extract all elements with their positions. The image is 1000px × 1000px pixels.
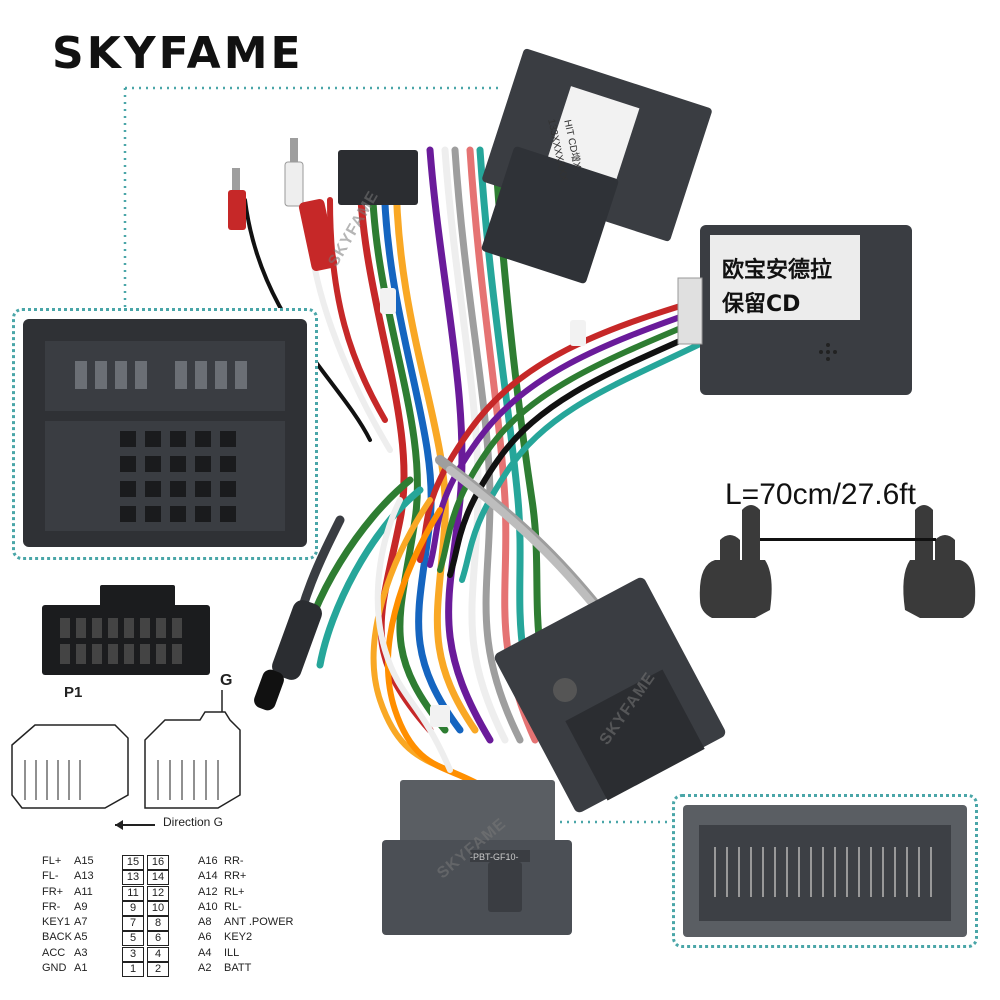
pin-number-left: 11 <box>122 885 144 901</box>
pin-number-right: 6 <box>147 931 169 947</box>
pin-number-left: 13 <box>122 870 144 886</box>
direction-label: Direction G <box>163 815 224 829</box>
pin-function-right: ILL <box>224 946 240 959</box>
hand-icons <box>699 505 976 618</box>
connector-closeup-top <box>12 308 318 560</box>
pin-id-left: A1 <box>74 962 88 975</box>
pin-id-left: A7 <box>74 916 88 929</box>
pin-function-right: RR+ <box>224 870 247 883</box>
pin-id-right: A12 <box>198 885 218 898</box>
cable-length-label: L=70cm/27.6ft <box>725 478 916 511</box>
pin-number-left: 9 <box>122 900 144 916</box>
pin-function-left: FR+ <box>42 885 64 898</box>
pin-number-left: 3 <box>122 946 144 962</box>
pin-id-right: A14 <box>198 870 218 883</box>
pinout-row: GND A1 1 2 A2 BATT <box>40 962 280 978</box>
pin-id-left: A13 <box>74 870 94 883</box>
pin-id-right: A16 <box>198 855 218 867</box>
pinout-row: ACC A3 3 4 A4 ILL <box>40 946 280 962</box>
pin-id-right: A2 <box>198 962 212 975</box>
pin-number-right: 10 <box>147 900 169 916</box>
pin-function-left: KEY1 <box>42 916 71 929</box>
pin-header-face-icon <box>683 805 967 937</box>
pin-number-right: 4 <box>147 946 169 962</box>
pin-number-right: 2 <box>147 962 169 978</box>
pinout-row: KEY1 A7 7 8 A8 ANT .POWER <box>40 916 293 932</box>
decoder-box <box>677 225 912 395</box>
pin-function-left: BACK <box>42 931 72 944</box>
pin-number-left: 1 <box>122 962 144 978</box>
pin-function-right: RL- <box>224 900 242 913</box>
pinout-row: FL- A13 13 14 A14 RR+ <box>40 870 280 886</box>
pinout-row: FL+ A15 15 16 A16 RR- <box>40 855 280 870</box>
pinout-row: FR+ A11 11 12 A12 RL+ <box>40 885 280 901</box>
pin-id-left: A5 <box>74 931 88 944</box>
quadlock-face-icon <box>23 319 307 547</box>
pin-function-left: FL+ <box>42 855 62 867</box>
connector-closeup-bottom <box>672 794 978 948</box>
decoder-label-line1: 欧宝安德拉 <box>722 258 833 283</box>
pinout-row: BACK A5 5 6 A6 KEY2 <box>40 931 280 947</box>
top-relay-box <box>481 48 712 284</box>
pin-number-left: 7 <box>122 916 144 932</box>
pin-function-left: FR- <box>42 900 61 913</box>
pin-number-left: 5 <box>122 931 144 947</box>
bottom-grey-connector <box>382 780 572 935</box>
pin-id-left: A3 <box>74 946 88 959</box>
g-label: G <box>220 672 233 689</box>
inline-fuse <box>272 600 322 680</box>
pin-id-left: A15 <box>74 855 94 867</box>
top-black-connector <box>338 150 418 205</box>
p1-label: P1 <box>64 684 83 701</box>
connector-line-art <box>11 711 241 809</box>
connector-line-art-pins <box>24 760 219 800</box>
length-line <box>760 538 936 541</box>
decoder-label-line2: 保留CD <box>722 292 801 317</box>
pin-function-right: RR- <box>224 855 244 867</box>
p1-connector-drawing <box>42 585 210 675</box>
pin-number-right: 12 <box>147 885 169 901</box>
pinout-row: FR- A9 9 10 A10 RL- <box>40 900 280 916</box>
pin-number-right: 8 <box>147 916 169 932</box>
pin-number-right: 14 <box>147 870 169 886</box>
pin-id-right: A4 <box>198 946 212 959</box>
brand-logo: SKYFAME <box>52 28 304 79</box>
pin-id-right: A8 <box>198 916 212 929</box>
pin-number-left: 15 <box>122 855 144 870</box>
quadlock-connector-photo <box>494 577 726 813</box>
pin-function-left: ACC <box>42 946 66 959</box>
pin-function-left: FL- <box>42 870 59 883</box>
pin-function-left: GND <box>42 962 67 975</box>
rca-plugs <box>228 138 338 272</box>
pin-function-right: BATT <box>224 962 252 975</box>
pin-id-left: A11 <box>74 885 93 898</box>
pin-function-right: KEY2 <box>224 931 253 944</box>
pin-function-right: ANT .POWER <box>224 916 294 929</box>
pinout-table: FL+ A15 15 16 A16 RR- FL- A13 13 14 A14 … <box>40 855 293 978</box>
pin-id-right: A10 <box>198 900 218 913</box>
pin-function-right: RL+ <box>224 885 245 898</box>
bottom-connector-code: -PBT-GF10- <box>470 852 519 862</box>
pin-id-right: A6 <box>198 931 212 944</box>
pin-number-right: 16 <box>147 855 169 870</box>
pin-id-left: A9 <box>74 900 88 913</box>
